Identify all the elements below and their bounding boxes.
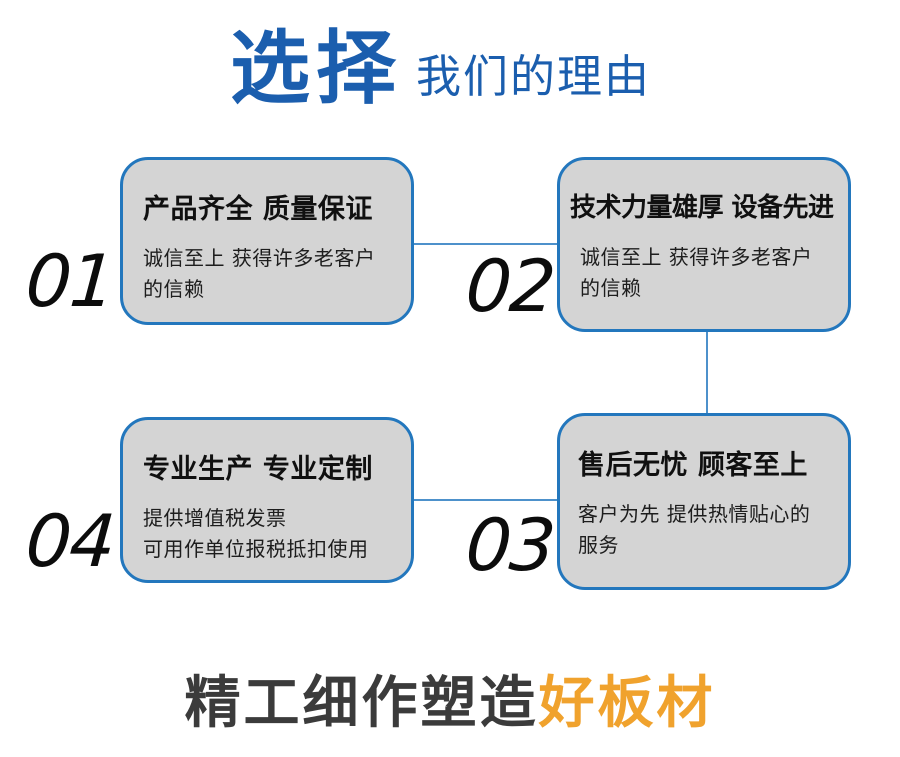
reason-number-02: 02 — [463, 244, 557, 328]
page-title-secondary: 我们的理由 — [416, 49, 652, 103]
reason-title: 专业生产 专业定制 — [143, 454, 373, 485]
reason-title: 产品齐全 质量保证 — [143, 194, 373, 225]
reason-card-04: 专业生产 专业定制 提供增值税发票 可用作单位报税抵扣使用 — [120, 417, 414, 583]
reason-title: 售后无忧 顾客至上 — [578, 450, 808, 481]
connector-line-bottom — [413, 499, 559, 501]
footer-slogan: 精工细作塑造好板材 — [0, 671, 900, 736]
reason-card-02: 技术力量雄厚 设备先进 诚信至上 获得许多老客户 的信赖 — [557, 157, 851, 332]
reason-number-01: 01 — [23, 239, 117, 323]
connector-line-top — [413, 243, 559, 245]
reason-description: 诚信至上 获得许多老客户 的信赖 — [580, 244, 813, 300]
reason-number-04: 04 — [23, 499, 117, 583]
reason-description: 提供增值税发票 可用作单位报税抵扣使用 — [143, 506, 369, 562]
page-title: 选择 我们的理由 — [230, 24, 651, 114]
page-title-primary: 选择 — [230, 22, 402, 115]
reason-description: 诚信至上 获得许多老客户 的信赖 — [143, 246, 376, 302]
footer-slogan-highlight: 好板材 — [538, 671, 716, 736]
reason-card-03: 售后无忧 顾客至上 客户为先 提供热情贴心的 服务 — [557, 413, 851, 590]
reason-title: 技术力量雄厚 设备先进 — [570, 193, 834, 223]
reason-number-03: 03 — [463, 503, 557, 587]
footer-slogan-normal: 精工细作塑造 — [184, 671, 539, 736]
reason-description: 客户为先 提供热情贴心的 服务 — [578, 502, 811, 558]
reason-card-01: 产品齐全 质量保证 诚信至上 获得许多老客户 的信赖 — [120, 157, 414, 325]
connector-line-middle — [706, 331, 708, 415]
